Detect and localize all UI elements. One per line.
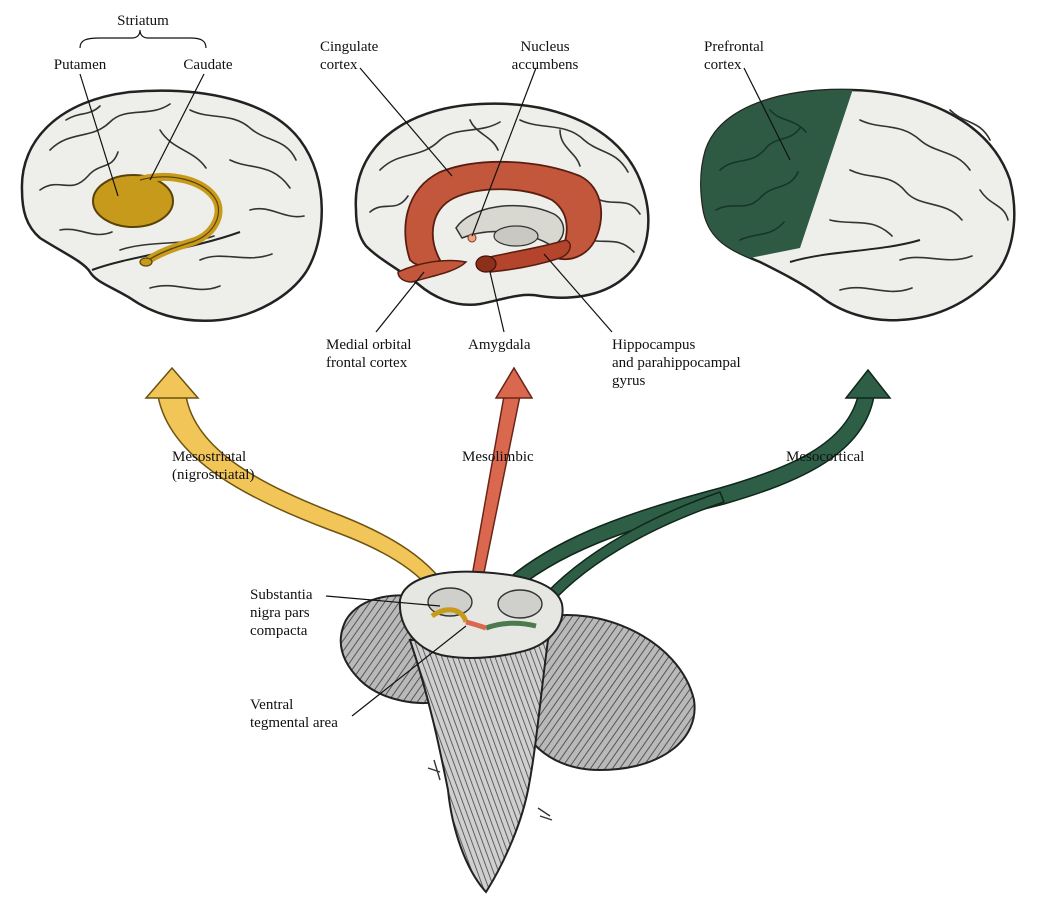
label-hippocampus-parahippocampal-gyrus: Hippocampus and parahippocampal gyrus [612, 337, 741, 389]
label-ventral-tegmental-area: Ventral tegmental area [250, 697, 338, 731]
label-striatum: Striatum [117, 13, 169, 29]
label-mesostriatal-pathway: Mesostriatal (nigrostriatal) [172, 449, 255, 483]
label-cingulate-cortex: Cingulate cortex [320, 39, 379, 73]
label-mesolimbic-pathway: Mesolimbic [462, 449, 534, 465]
label-substantia-nigra-pars-compacta: Substantia nigra pars compacta [250, 587, 313, 639]
label-putamen: Putamen [53, 57, 107, 73]
label-medial-orbital-frontal-cortex: Medial orbital frontal cortex [326, 337, 412, 371]
label-caudate: Caudate [183, 57, 233, 73]
mesostriatal-pathway-arrow [144, 366, 454, 601]
medial-brain-limbic-icon [354, 102, 650, 307]
lateral-brain-striatum-icon [20, 89, 323, 322]
label-amygdala: Amygdala [468, 337, 531, 353]
leader-lines [79, 29, 791, 717]
label-nucleus-accumbens: Nucleus accumbens [511, 39, 579, 73]
lateral-brain-prefrontal-icon [700, 88, 1016, 322]
label-mesocortical-pathway: Mesocortical [786, 449, 865, 465]
label-prefrontal-cortex: Prefrontal cortex [704, 39, 764, 73]
brainstem-midbrain-icon [339, 570, 696, 894]
mesocortical-pathway-arrow [484, 368, 892, 615]
